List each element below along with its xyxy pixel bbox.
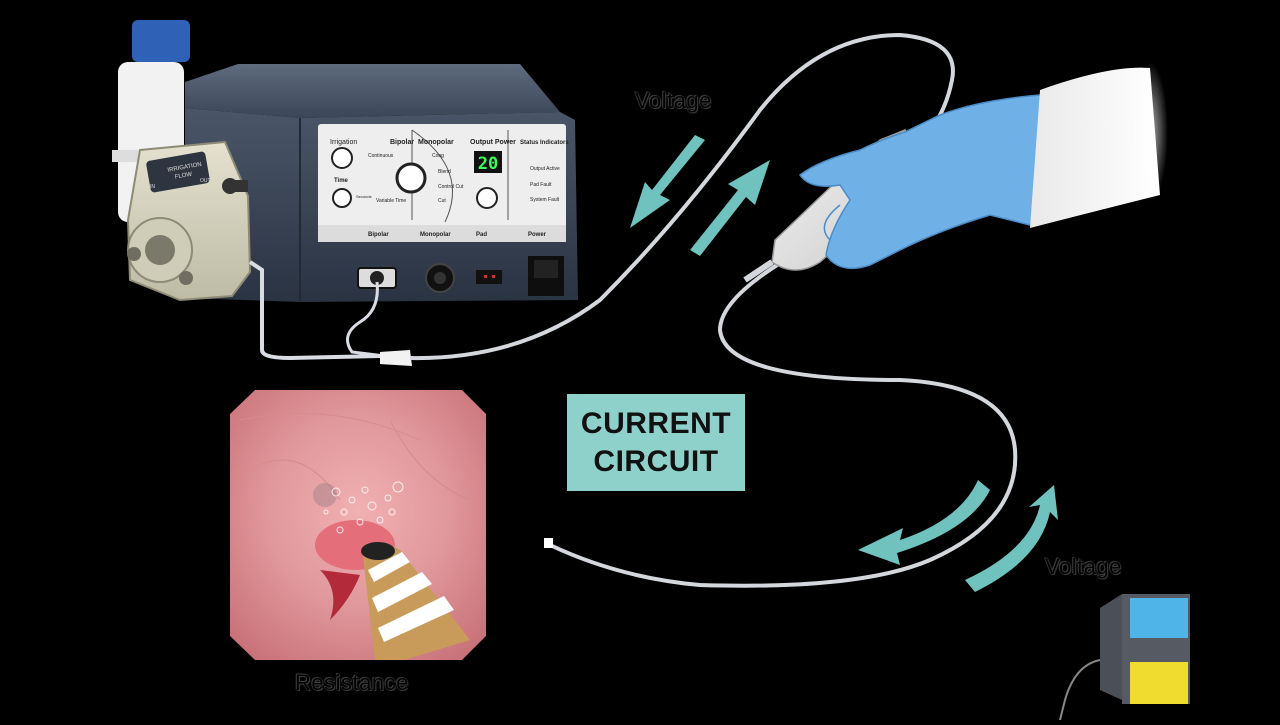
pump-label-out: OUT: [200, 178, 211, 184]
panel-bottom-bipolar-label: Bipolar: [368, 232, 389, 238]
pad-port[interactable]: [476, 270, 502, 284]
pedal-blue-button[interactable]: [1130, 598, 1188, 638]
panel-status-indicators-label: Status Indicators: [520, 140, 569, 146]
endoscope-probe: [361, 542, 470, 660]
bipolar-cable: [346, 281, 386, 358]
panel-coag-label: Coag: [432, 153, 444, 159]
power-display-value: 20: [478, 154, 498, 174]
panel-cut-label: Cut: [438, 198, 446, 204]
current-flow-arrows: [630, 135, 1058, 592]
voltage-label-bottom: Voltage: [1045, 554, 1122, 579]
arrow-curved-right-lower: [965, 485, 1058, 592]
panel-pad-fault-label: Pad Fault: [530, 182, 552, 188]
time-knob[interactable]: [332, 188, 352, 208]
current-circuit-line1: CURRENT: [580, 406, 732, 440]
active-cable: [409, 32, 955, 361]
panel-bottom-power-label: Power: [528, 232, 547, 238]
return-cable: [549, 258, 1018, 588]
current-circuit-box: CURRENT CIRCUIT: [567, 394, 745, 491]
panel-variable-time-label: Variable Time: [376, 198, 406, 204]
irrigation-knob[interactable]: [331, 147, 353, 169]
power-knob[interactable]: [476, 187, 498, 209]
panel-time-label: Time: [334, 178, 349, 184]
cable-connector: [380, 350, 412, 366]
pedal-yellow-button[interactable]: [1130, 662, 1188, 704]
pump-label-flow: FLOW: [174, 172, 192, 181]
panel-continuous-label: Continuous: [368, 153, 394, 159]
panel-system-fault-label: System Fault: [530, 197, 560, 203]
pump-label-in: IN: [150, 184, 155, 190]
arrow-curved-left-lower: [858, 480, 990, 565]
arrow-down-left-upper: [630, 135, 705, 228]
panel-bottom-monopolar-label: Monopolar: [420, 232, 451, 238]
voltage-label-top: Voltage: [635, 88, 712, 113]
panel-monopolar-label: Monopolar: [418, 139, 454, 146]
panel-seconds-label: Seconds: [356, 194, 372, 199]
panel-bottom-pad-label: Pad: [476, 232, 487, 238]
control-panel: [318, 124, 566, 242]
resistance-label: Resistance: [295, 670, 409, 695]
electrosurgical-generator: Irrigation Bipolar Monopolar Output Powe…: [185, 64, 578, 302]
panel-output-power-label: Output Power: [470, 139, 516, 146]
endoscopic-view: [230, 390, 486, 660]
cable-end: [544, 538, 553, 548]
gloved-hand: [798, 62, 1168, 270]
panel-output-active-label: Output Active: [530, 166, 560, 172]
panel-bipolar-label: Bipolar: [390, 139, 414, 146]
panel-control-cut-label: Control Cut: [438, 184, 464, 190]
foot-pedal: [1059, 594, 1190, 721]
power-display: [474, 151, 502, 173]
panel-blend-label: Blend: [438, 169, 451, 175]
irrigation-tube: [248, 260, 381, 361]
mode-knob[interactable]: [395, 162, 427, 194]
arrow-up-right-upper: [690, 160, 770, 256]
pump-label-irrigation: IRRIGATION: [167, 162, 202, 174]
panel-irrigation-label: Irrigation: [330, 139, 357, 146]
current-circuit-line2: CIRCUIT: [593, 444, 719, 478]
peristaltic-pump: IRRIGATION FLOW IN OUT: [126, 140, 252, 302]
